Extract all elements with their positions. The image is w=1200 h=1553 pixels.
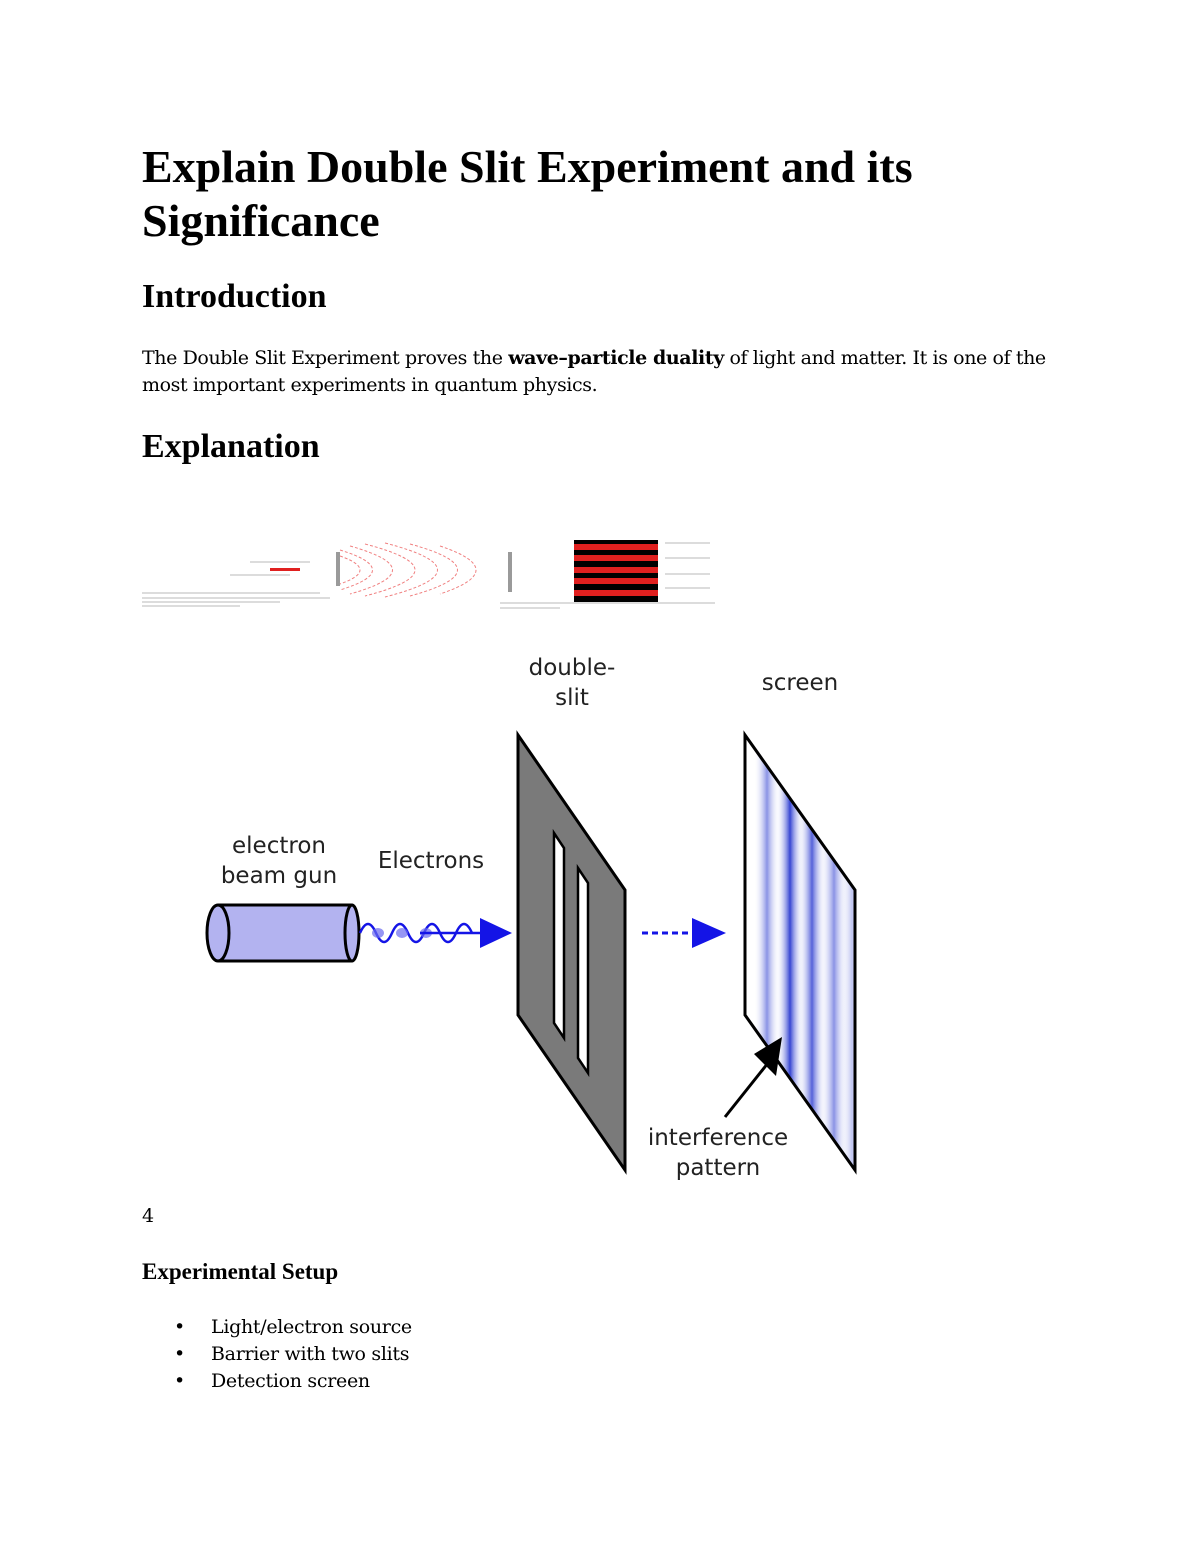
explanation-heading: Explanation bbox=[142, 428, 320, 465]
bullet-icon: • bbox=[174, 1343, 185, 1365]
interference-pointer-arrow bbox=[723, 1037, 782, 1118]
dashed-arrow bbox=[642, 918, 726, 948]
list-item-text: Light/electron source bbox=[211, 1316, 412, 1338]
interference-label-line1: interference bbox=[648, 1125, 788, 1151]
introduction-heading: Introduction bbox=[142, 278, 327, 315]
double-slit-barrier bbox=[516, 730, 627, 1175]
list-item-text: Detection screen bbox=[211, 1370, 370, 1392]
electron-gun-label-line1: electron bbox=[232, 833, 326, 859]
experimental-setup-list: • Light/electron source • Barrier with two… bbox=[142, 1314, 412, 1395]
bullet-icon: • bbox=[174, 1370, 185, 1392]
double-slit-thumbnail-image bbox=[140, 538, 718, 618]
intro-text-bold: wave–particle duality bbox=[508, 347, 724, 369]
intro-text-after: of light and matter. It is one of the mo… bbox=[142, 347, 1046, 396]
list-item: • Light/electron source bbox=[142, 1314, 412, 1341]
figure-number: 4 bbox=[142, 1205, 155, 1227]
introduction-paragraph: The Double Slit Experiment proves the wa… bbox=[142, 345, 1062, 399]
page-title: Explain Double Slit Experiment and its S… bbox=[142, 141, 913, 246]
electron-wave bbox=[358, 918, 512, 948]
double-slit-diagram: double- slit screen electron beam gun El… bbox=[205, 655, 857, 1181]
electrons-label: Electrons bbox=[378, 848, 484, 874]
electron-gun-label-line2: beam gun bbox=[221, 863, 337, 889]
interference-label-line2: pattern bbox=[676, 1155, 761, 1181]
list-item: • Barrier with two slits bbox=[142, 1341, 412, 1368]
screen-label: screen bbox=[762, 670, 838, 696]
list-item-text: Barrier with two slits bbox=[211, 1343, 410, 1365]
bullet-icon: • bbox=[174, 1316, 185, 1338]
double-slit-label-line2: slit bbox=[555, 685, 589, 711]
intro-text-before: The Double Slit Experiment proves the bbox=[142, 347, 509, 369]
experimental-setup-heading: Experimental Setup bbox=[142, 1259, 339, 1284]
electron-gun-cylinder bbox=[205, 903, 361, 963]
detection-screen bbox=[743, 730, 857, 1175]
list-item: • Detection screen bbox=[142, 1368, 412, 1395]
double-slit-label-line1: double- bbox=[529, 655, 616, 681]
